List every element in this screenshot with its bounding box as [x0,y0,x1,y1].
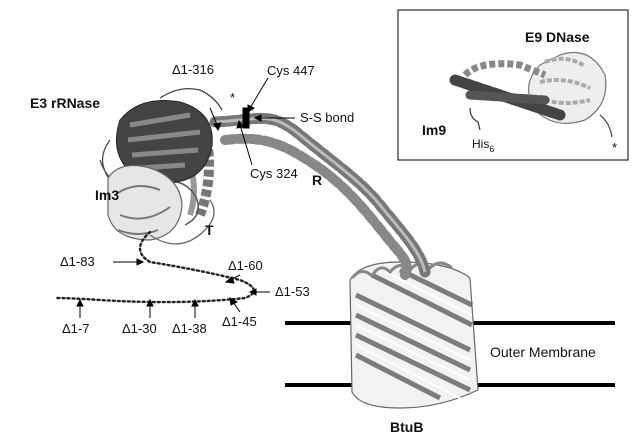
r-domain-label: R [312,172,322,188]
deletion-label-1-316: Δ1-316 [172,62,214,77]
deletion-label-1-38: Δ1-38 [172,321,207,336]
im3-label: Im3 [95,187,119,203]
r-domain-coiled-coil [215,118,425,275]
e3-rrnase-label: E3 rRNase [30,95,100,111]
im9-label: Im9 [422,122,446,138]
outer-membrane-label: Outer Membrane [490,344,596,360]
t-domain-label: T [205,222,214,238]
ss-bond-label: S-S bond [300,110,354,125]
deletion-label-1-83: Δ1-83 [60,254,95,269]
deletion-label-1-30: Δ1-30 [122,321,157,336]
btub-label: BtuB [390,419,423,435]
btub-barrel [350,262,478,408]
his-subscript: 6 [489,144,494,154]
deletion-label-1-60: Δ1-60 [228,258,263,273]
deletion-label-1-53: Δ1-53 [275,284,310,299]
cys324-label: Cys 324 [250,166,298,181]
e9-dnase-label: E9 DNase [525,29,590,45]
asterisk-inset: * [612,140,617,155]
his-text: His [472,137,489,151]
asterisk-main: * [230,90,235,105]
cys447-label: Cys 447 [267,63,315,78]
deletion-label-1-7: Δ1-7 [62,321,89,336]
deletion-label-1-45: Δ1-45 [222,314,257,329]
